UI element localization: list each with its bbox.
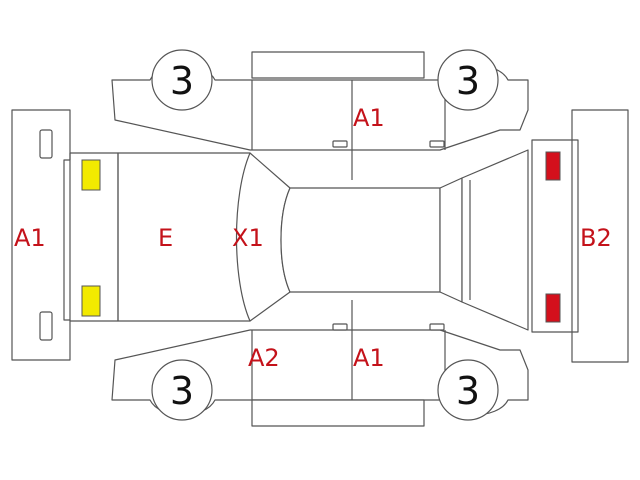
hood-panel [117,152,251,322]
wheel-rear-left-number: 3 [456,369,480,413]
wheel-front-right-number: 3 [170,59,194,103]
front-bumper-slot-top [39,129,53,159]
rear-window-panel [439,177,463,303]
front-bumper-panel [11,109,71,361]
label-windshield: X1 [232,224,264,252]
wheel-front-left-number: 3 [170,369,194,413]
label-left-rocker: A2 [248,344,280,372]
rear-light-top [545,151,561,181]
door-handle-left-front [332,323,348,331]
roof-panel [280,187,441,293]
door-handle-left-rear [429,323,445,331]
wheel-rear-right-number: 3 [456,59,480,103]
wheel-front-left [151,359,213,421]
door-handle-right-front [332,140,348,148]
label-hood: E [158,224,173,252]
label-left-rear-door: A1 [353,344,385,372]
right-roof-strip [251,51,425,79]
front-bumper-slot-bottom [39,311,53,341]
front-light-housing [69,152,119,322]
door-handle-right-rear [429,140,445,148]
wheel-front-right [151,49,213,111]
label-right-rear-door: A1 [353,104,385,132]
rear-light-housing [531,139,573,333]
left-rocker-strip [251,399,425,427]
rear-light-bottom [545,293,561,323]
label-rear-bumper: B2 [580,224,612,252]
front-light-bottom [81,285,101,317]
trunk-panel [461,149,529,331]
wheel-rear-left [437,359,499,421]
label-front-bumper: A1 [14,224,46,252]
wheel-rear-right [437,49,499,111]
front-light-top [81,159,101,191]
